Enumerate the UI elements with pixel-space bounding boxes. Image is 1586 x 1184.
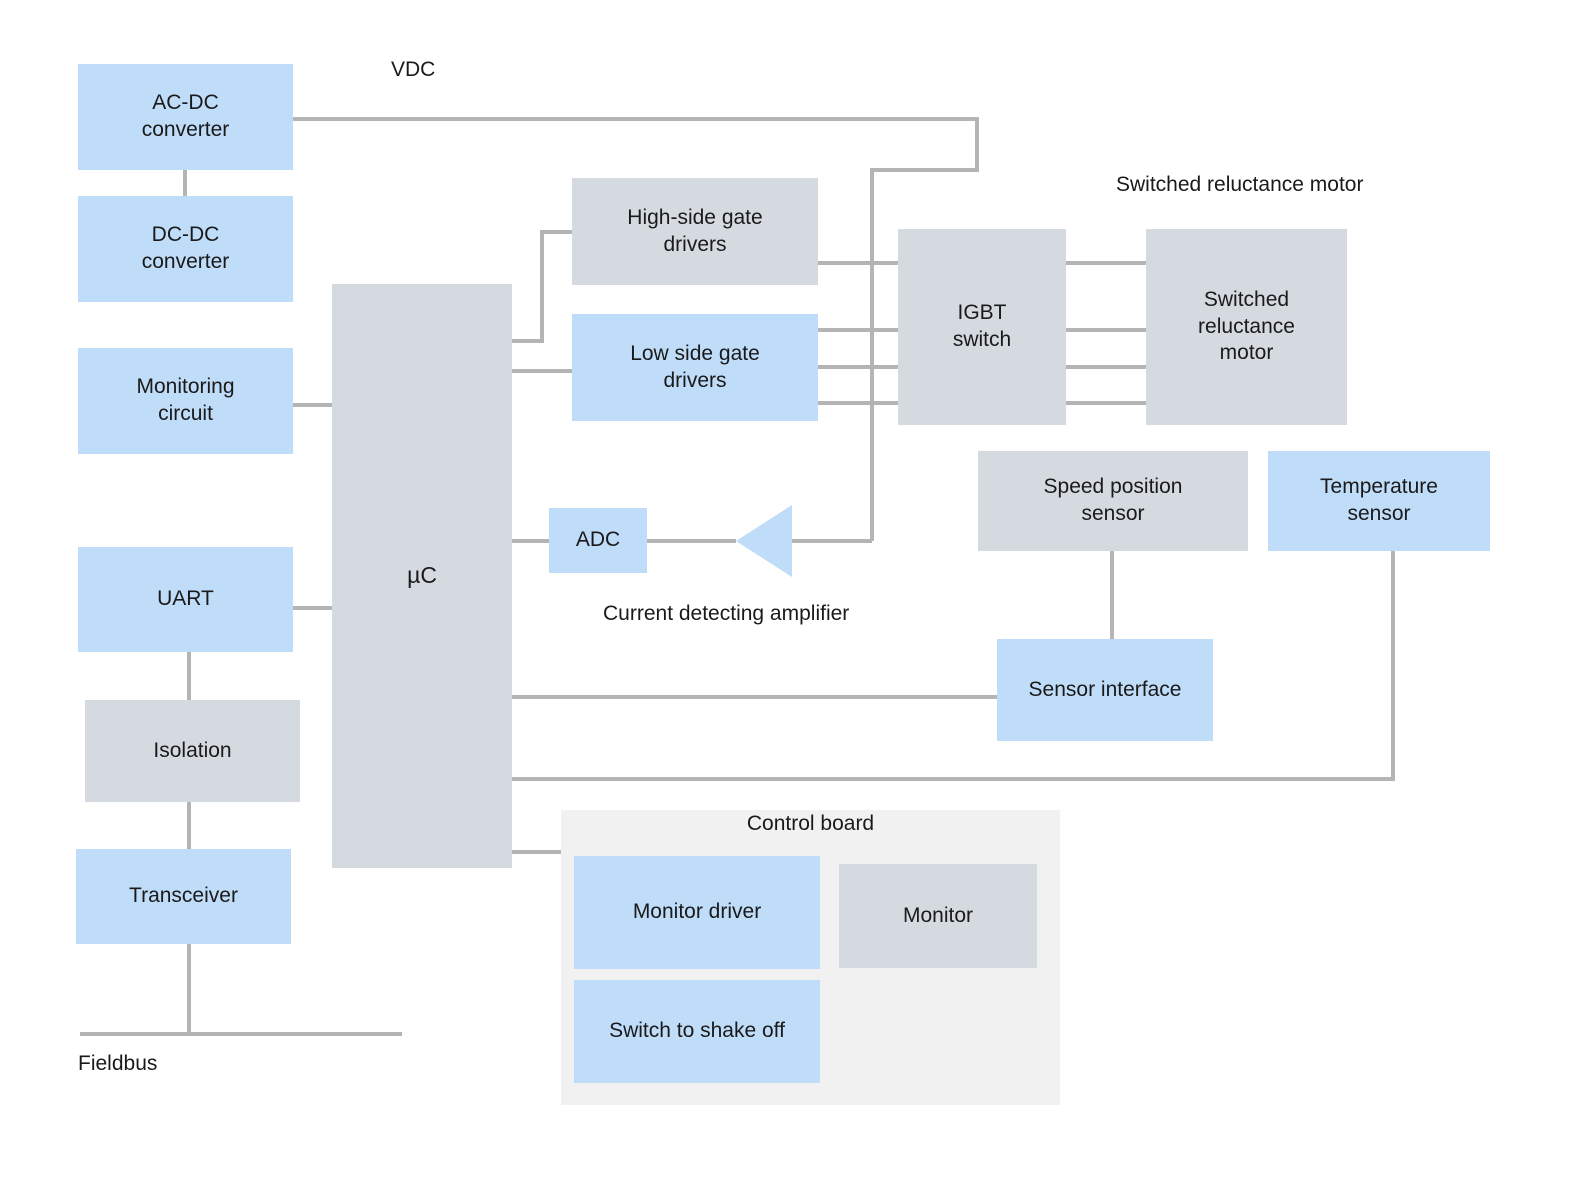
node-ac-dc-converter[interactable]: AC-DC converter — [78, 64, 293, 170]
label-vdc: VDC — [391, 58, 436, 81]
current-detecting-amplifier-icon — [736, 505, 792, 577]
node-adc[interactable]: ADC — [549, 508, 647, 573]
wire-mcu-to-temperature-sensor — [512, 551, 1395, 781]
node-uart[interactable]: UART — [78, 547, 293, 652]
node-dc-dc-converter[interactable]: DC-DC converter — [78, 196, 293, 302]
node-high-side-gate-drivers[interactable]: High-side gate drivers — [572, 178, 818, 285]
node-temperature-sensor[interactable]: Temperature sensor — [1268, 451, 1490, 551]
node-isolation[interactable]: Isolation — [85, 700, 300, 802]
label-switched-reluctance-motor-group: Switched reluctance motor — [1116, 173, 1364, 196]
node-mcu[interactable]: µC — [332, 284, 512, 868]
control-board-title: Control board — [746, 812, 875, 835]
node-monitor[interactable]: Monitor — [839, 864, 1037, 968]
node-transceiver[interactable]: Transceiver — [76, 849, 291, 944]
node-switch-to-shake-off[interactable]: Switch to shake off — [574, 980, 820, 1083]
node-speed-position-sensor[interactable]: Speed position sensor — [978, 451, 1248, 551]
node-igbt-switch[interactable]: IGBT switch — [898, 229, 1066, 425]
node-monitor-driver[interactable]: Monitor driver — [574, 856, 820, 969]
label-fieldbus: Fieldbus — [78, 1052, 158, 1075]
node-monitoring-circuit[interactable]: Monitoring circuit — [78, 348, 293, 454]
node-switched-reluctance-motor[interactable]: Switched reluctance motor — [1146, 229, 1347, 425]
wire-mcu-to-high-side-drivers — [512, 230, 572, 343]
node-sensor-interface[interactable]: Sensor interface — [997, 639, 1213, 741]
node-low-side-gate-drivers[interactable]: Low side gate drivers — [572, 314, 818, 421]
label-current-detecting-amplifier: Current detecting amplifier — [603, 602, 850, 625]
